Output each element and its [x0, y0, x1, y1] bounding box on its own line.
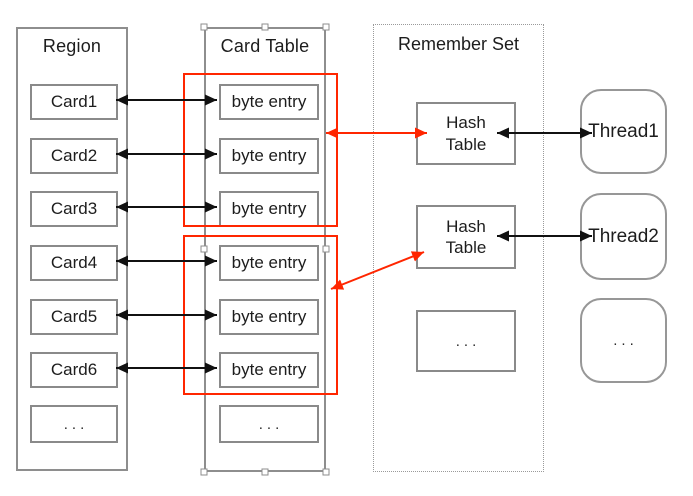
card-box-5[interactable]: Card5 [30, 299, 118, 335]
card-box-6[interactable]: Card6 [30, 352, 118, 388]
card-label-6: Card6 [50, 360, 98, 379]
selection-handle-bottom-mid[interactable] [261, 468, 269, 476]
thread-box-2[interactable]: Thread2 [580, 193, 667, 280]
region-ellipsis-label: ... [63, 415, 89, 433]
card-box-1[interactable]: Card1 [30, 84, 118, 120]
red-group-2[interactable] [183, 235, 338, 395]
region-container[interactable]: Region Card1 Card2 Card3 Card4 Card5 Car… [16, 27, 128, 471]
thread-box-1[interactable]: Thread1 [580, 89, 667, 174]
thread-ellipsis-label: ... [613, 332, 638, 349]
selection-handle-top-right[interactable] [322, 23, 330, 31]
card-box-4[interactable]: Card4 [30, 245, 118, 281]
card-box-3[interactable]: Card3 [30, 191, 118, 227]
red-group-1[interactable] [183, 73, 338, 227]
card-table-ellipsis-box[interactable]: ... [219, 405, 319, 443]
region-title: Region [42, 36, 102, 56]
card-label-5: Card5 [50, 307, 98, 326]
hash-table-box-1[interactable]: Hash Table [416, 102, 516, 165]
remember-set-container[interactable]: Remember Set Hash Table Hash Table ... [373, 24, 544, 472]
card-label-2: Card2 [50, 146, 98, 165]
selection-handle-top-left[interactable] [200, 23, 208, 31]
selection-handle-top-mid[interactable] [261, 23, 269, 31]
selection-handle-bottom-left[interactable] [200, 468, 208, 476]
hash-table-label-2: Hash Table [445, 216, 487, 257]
card-box-2[interactable]: Card2 [30, 138, 118, 174]
remember-set-title: Remember Set [397, 34, 520, 54]
card-label-3: Card3 [50, 199, 98, 218]
hash-table-box-2[interactable]: Hash Table [416, 205, 516, 269]
thread-ellipsis-box[interactable]: ... [580, 298, 667, 383]
card-table-title: Card Table [220, 36, 310, 56]
thread-label-2: Thread2 [588, 225, 659, 247]
remember-set-ellipsis-box[interactable]: ... [416, 310, 516, 372]
thread-label-1: Thread1 [588, 120, 659, 142]
card-label-1: Card1 [50, 92, 98, 111]
card-label-4: Card4 [50, 253, 98, 272]
selection-handle-bottom-right[interactable] [322, 468, 330, 476]
hash-table-label-1: Hash Table [445, 113, 487, 154]
region-ellipsis-box[interactable]: ... [30, 405, 118, 443]
remember-set-ellipsis-label: ... [455, 332, 481, 350]
card-table-ellipsis-label: ... [258, 415, 284, 433]
selection-handle-mid-right[interactable] [322, 245, 330, 253]
selection-handle-mid-left[interactable] [200, 245, 208, 253]
